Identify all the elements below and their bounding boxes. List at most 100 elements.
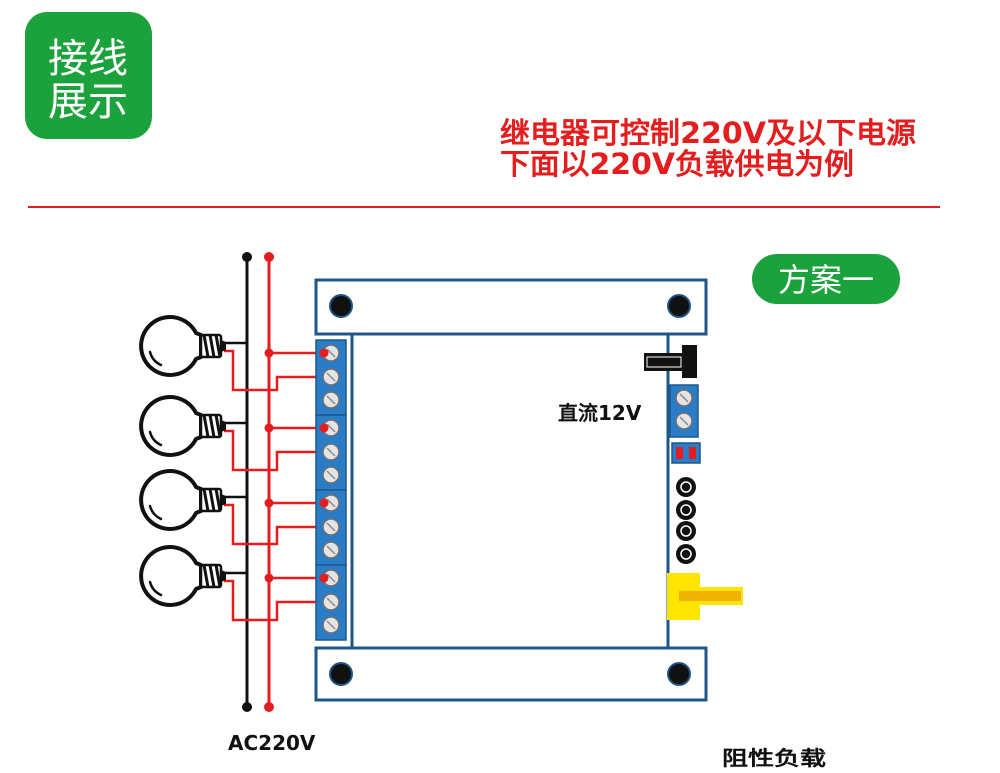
bulb-thread xyxy=(208,564,216,588)
terminal-screw-slot xyxy=(326,545,336,555)
note-line-1: 继电器可控制220V及以下电源 xyxy=(500,116,916,150)
mounting-hole xyxy=(667,294,691,318)
button-body xyxy=(676,544,696,564)
button-ring xyxy=(680,525,692,537)
load-return-wire xyxy=(224,349,324,392)
terminal-screw-slot xyxy=(326,423,336,433)
screw-terminal-icon xyxy=(322,391,340,409)
bulb-tip xyxy=(221,494,226,506)
title-badge-background xyxy=(25,12,152,139)
live-junction-dot xyxy=(264,498,274,508)
live-bus-bottom-dot xyxy=(264,702,274,712)
bulb-glass xyxy=(139,395,203,457)
mounting-hole xyxy=(329,294,353,318)
bulb-highlight xyxy=(148,350,163,367)
title-badge-line-1: 接线 xyxy=(48,36,128,82)
notes: 继电器可控制220V及以下电源 下面以220V负载供电为例 xyxy=(500,116,916,181)
board-top-rail xyxy=(314,278,708,336)
bulb-thread xyxy=(202,334,210,358)
light-bulb-icon xyxy=(139,545,226,607)
light-bulb-icon xyxy=(139,395,226,457)
neutral-bus-bottom-dot xyxy=(242,702,252,712)
ac-supply-label: AC220V xyxy=(228,731,316,755)
terminal-screw-slot xyxy=(679,416,689,426)
bulb-tip xyxy=(221,570,226,582)
load-return-wire xyxy=(224,579,324,622)
live-bus-top-dot xyxy=(264,252,274,262)
bulb-thread xyxy=(214,414,222,438)
terminal-junction-dot xyxy=(319,498,329,508)
loads xyxy=(139,315,226,607)
terminal-screw-slot xyxy=(326,573,336,583)
dc-jack-housing xyxy=(682,345,697,378)
button-ring xyxy=(680,481,692,493)
button-icon xyxy=(676,477,696,497)
terminal-junction-dot xyxy=(319,348,329,358)
terminal-screw-slot xyxy=(326,498,336,508)
bulb-thread xyxy=(214,488,222,512)
dc-input-terminal-block xyxy=(669,384,699,438)
led-light xyxy=(676,447,683,459)
antenna-rod-core xyxy=(679,591,741,601)
dc-jack-rim xyxy=(646,356,682,368)
screw-terminal-icon xyxy=(322,616,340,634)
scheme-pill-background xyxy=(752,254,900,304)
screw-terminal-icon xyxy=(322,368,340,386)
light-bulb-icon xyxy=(139,469,226,531)
button-body xyxy=(676,521,696,541)
bulb-glass xyxy=(139,545,203,607)
output-terminal-block xyxy=(315,414,347,491)
terminal-screw-slot xyxy=(326,470,336,480)
terminal-screw-slot xyxy=(679,393,689,403)
terminal-screw-slot xyxy=(326,372,336,382)
led-indicator-icon xyxy=(671,442,701,464)
bulb-thread xyxy=(214,564,222,588)
screw-terminal-icon xyxy=(322,518,340,536)
note-line-2: 下面以220V负载供电为例 xyxy=(500,147,854,181)
bulb-thread xyxy=(202,564,210,588)
bulb-tip xyxy=(221,340,226,352)
live-junction-dot xyxy=(264,573,274,583)
bulb-thread xyxy=(208,414,216,438)
load-return-wire xyxy=(224,429,324,472)
terminal-screw-slot xyxy=(326,447,336,457)
antenna-icon xyxy=(667,573,743,620)
bulb-thread xyxy=(202,414,210,438)
board-bottom-rail xyxy=(314,646,708,702)
bulb-highlight xyxy=(148,580,163,597)
live-junction-dot xyxy=(264,348,274,358)
mounting-hole xyxy=(667,662,691,686)
dc-input-label: 直流12V xyxy=(558,401,642,425)
terminal-junction-dot xyxy=(319,423,329,433)
bulb-highlight xyxy=(148,430,163,447)
button-body xyxy=(676,500,696,520)
light-bulb-icon xyxy=(139,315,226,377)
mounting-hole xyxy=(329,662,353,686)
screw-terminal-icon xyxy=(322,593,340,611)
screw-terminal-icon xyxy=(322,344,340,362)
screw-terminal-icon xyxy=(675,389,693,407)
junction-dots xyxy=(264,348,329,583)
relay-board: 直流12V xyxy=(314,278,743,702)
scheme-label: 方案一 xyxy=(778,261,874,299)
button-column xyxy=(676,477,696,564)
terminal-screw-slot xyxy=(326,395,336,405)
screw-terminal-icon xyxy=(322,443,340,461)
output-terminal-block xyxy=(315,339,347,416)
button-icon xyxy=(676,544,696,564)
live-junction-dot xyxy=(264,423,274,433)
button-ring xyxy=(680,504,692,516)
button-icon xyxy=(676,521,696,541)
screw-terminal-icon xyxy=(322,466,340,484)
dc-jack-barrel xyxy=(644,353,684,371)
bulb-thread xyxy=(202,488,210,512)
neutral-bus-top-dot xyxy=(242,252,252,262)
button-body xyxy=(676,477,696,497)
bulb-thread xyxy=(214,334,222,358)
button-ring xyxy=(680,548,692,560)
output-terminal-block xyxy=(315,564,347,641)
load-wiring xyxy=(224,341,324,622)
board-body xyxy=(350,332,670,650)
screw-terminal-icon xyxy=(675,412,693,430)
